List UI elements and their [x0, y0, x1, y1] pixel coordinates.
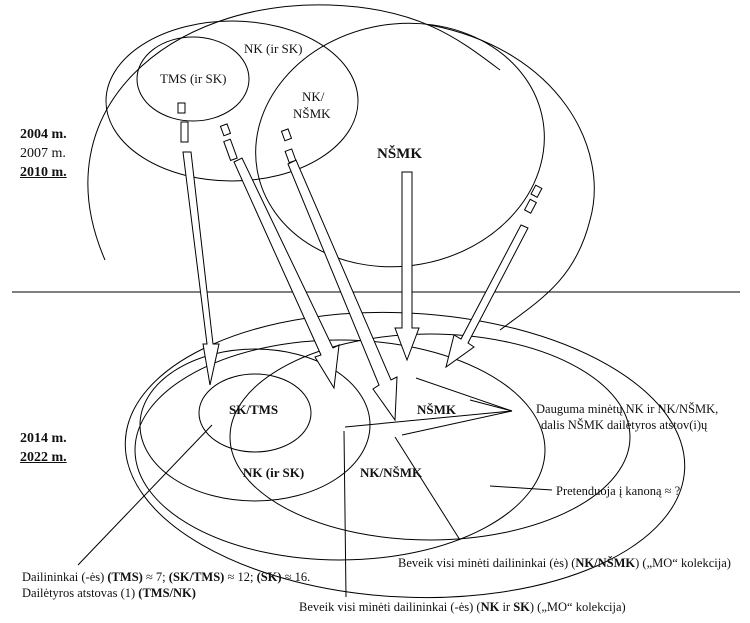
- arrow-nk-nsmk: [287, 159, 398, 422]
- beveik-sk-bold1: NK: [480, 600, 500, 614]
- dailetyros-b1: (TMS/NK): [138, 586, 196, 600]
- beveik-sk-post: ) („MO“ kolekcija): [529, 600, 626, 614]
- upper-sets: [87, 4, 595, 331]
- dailininkai-p4: ≈ 16.: [281, 570, 311, 584]
- dauguma-annotation-1: Dauguma minėtų NK ir NK/NŠMK,: [536, 402, 719, 416]
- lower-nk-nsmk-circle: [134, 339, 546, 561]
- year-2010: 2010 m.: [20, 165, 67, 180]
- tail-nk-1: [219, 123, 232, 137]
- tms-sk-circle: [136, 36, 250, 122]
- beveik-nsmk-post: ) („MO“ kolekcija): [635, 556, 731, 570]
- tail-nksmk-2: [284, 148, 297, 164]
- dailetyros-p1: Dailėtyros atstovas (1): [22, 586, 139, 600]
- outer-arc-right: [429, 24, 595, 331]
- year-2014: 2014 m.: [20, 431, 67, 446]
- lower-nk-sk-label: NK (ir SK): [243, 465, 305, 480]
- transition-arrows: [177, 102, 543, 422]
- dailininkai-b1: (TMS): [107, 570, 143, 584]
- beveik-sk-pre: Beveik visi minėti dailininkai (-ės) (: [299, 600, 481, 614]
- beveik-nsmk-pre: Beveik visi minėti dailininkai (ės) (: [398, 556, 576, 570]
- tail-tms-2: [180, 121, 189, 143]
- upper-nk-sk-label: NK (ir SK): [244, 41, 303, 56]
- beveik-nk-nsmk-annotation: Beveik visi minėti dailininkai (ės) (NK/…: [398, 556, 731, 570]
- beveik-nsmk-bold: NK/NŠMK: [575, 556, 636, 570]
- outer-arc-left: [87, 4, 501, 261]
- dauguma-annotation-2: dalis NŠMK dailėtyros atstov(i)ų: [541, 418, 708, 432]
- tail-nksmk-1: [280, 128, 293, 142]
- dailininkai-p1: Dailininkai (-ės): [22, 570, 108, 584]
- lower-sk-tms-circle: [198, 373, 312, 453]
- tail-tms-1: [177, 102, 186, 114]
- arrow-tms: [182, 151, 220, 386]
- upper-nk-nsmk-label-2: NŠMK: [293, 106, 331, 121]
- lower-nsmk-circle: [229, 333, 631, 541]
- dailetyros-annotation: Dailėtyros atstovas (1) (TMS/NK): [22, 586, 196, 600]
- lower-nsmk-label: NŠMK: [417, 402, 456, 417]
- dailininkai-b2: (SK/TMS): [168, 570, 225, 584]
- tail-nk-2: [223, 138, 238, 162]
- tail-outer-1: [530, 184, 543, 198]
- pretenduoja-annotation: Pretenduoja į kanoną ≈ ?: [556, 484, 681, 498]
- arrow-nk: [233, 157, 340, 390]
- beveik-sk-mid: ir: [499, 600, 514, 614]
- lower-nk-nsmk-label: NK/NŠMK: [360, 465, 423, 480]
- dailininkai-p3: ≈ 12;: [224, 570, 257, 584]
- upper-tms-sk-label: TMS (ir SK): [160, 71, 227, 86]
- year-2007: 2007 m.: [20, 146, 66, 161]
- tail-outer-2: [523, 198, 538, 214]
- year-2004: 2004 m.: [20, 127, 67, 142]
- year-2022: 2022 m.: [20, 450, 67, 465]
- arrow-nsmk: [394, 171, 420, 362]
- upper-nsmk-label: NŠMK: [377, 146, 422, 162]
- lower-sk-tms-label: SK/TMS: [229, 402, 279, 417]
- nsmk-circle: [255, 22, 545, 268]
- dailininkai-b3: (SK): [256, 570, 282, 584]
- arrow-outer: [445, 224, 529, 369]
- beveik-nk-sk-annotation: Beveik visi minėti dailininkai (-ės) (NK…: [299, 600, 626, 614]
- leader-lines: [77, 377, 553, 598]
- dailininkai-p2: ≈ 7;: [142, 570, 169, 584]
- beveik-sk-bold2: SK: [513, 600, 530, 614]
- upper-nk-nsmk-label-1: NK/: [302, 89, 325, 104]
- nk-sk-circle: [105, 20, 359, 182]
- dailininkai-annotation: Dailininkai (-ės) (TMS) ≈ 7; (SK/TMS) ≈ …: [22, 570, 310, 584]
